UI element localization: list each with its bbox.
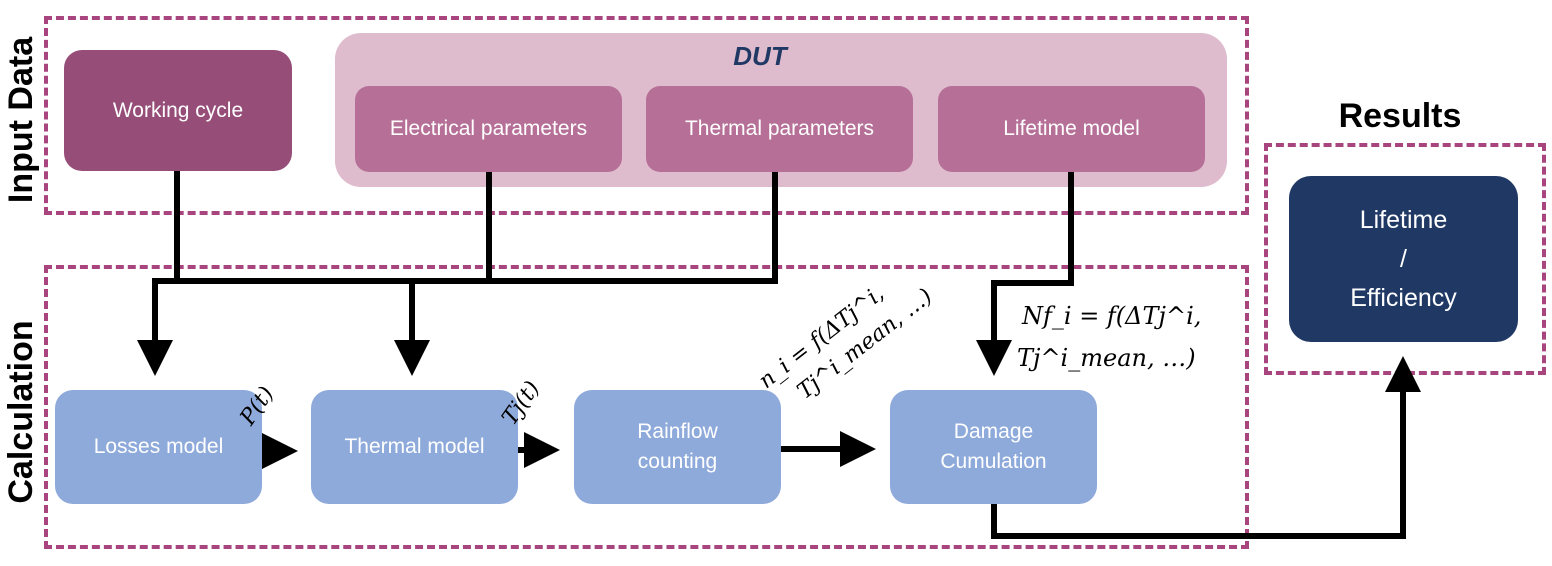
lifetime-model-label: Lifetime model — [1003, 117, 1140, 140]
thermal-model-label: Thermal model — [344, 435, 485, 458]
calculation-frame — [44, 265, 1249, 549]
nf-formula-line1: Nf_i = f(ΔTj^i, — [1022, 302, 1202, 330]
working-cycle-box: Working cycle — [64, 50, 292, 171]
electrical-parameters-box: Electrical parameters — [355, 86, 622, 172]
dut-title: DUT — [733, 41, 787, 71]
working-cycle-label: Working cycle — [112, 98, 244, 122]
losses-model-box: Losses model — [55, 390, 262, 504]
input-data-frame — [44, 16, 1249, 215]
thermal-parameters-label: Thermal parameters — [684, 117, 875, 140]
rainflow-counting-box: Rainflow counting — [574, 390, 781, 504]
damage-label-line1: Damage — [953, 420, 1034, 443]
results-line1: Lifetime — [1359, 205, 1448, 234]
thermal-model-box: Thermal model — [311, 390, 518, 504]
damage-label-line2: Cumulation — [940, 450, 1047, 473]
rainflow-label-line1: Rainflow — [637, 420, 718, 443]
lifetime-efficiency-box: Lifetime / Efficiency — [1289, 176, 1518, 342]
electrical-parameters-label: Electrical parameters — [389, 117, 588, 140]
lifetime-model-box: Lifetime model — [938, 86, 1205, 172]
losses-model-label: Losses model — [93, 435, 224, 458]
rainflow-label-line2: counting — [637, 450, 718, 473]
results-line3: Efficiency — [1350, 283, 1457, 312]
results-title: Results — [1338, 97, 1462, 135]
thermal-parameters-box: Thermal parameters — [646, 86, 913, 172]
damage-cumulation-box: Damage Cumulation — [890, 390, 1097, 504]
nf-formula-line2: Tj^i_mean, …) — [1017, 344, 1196, 372]
results-line2: / — [1400, 244, 1407, 273]
